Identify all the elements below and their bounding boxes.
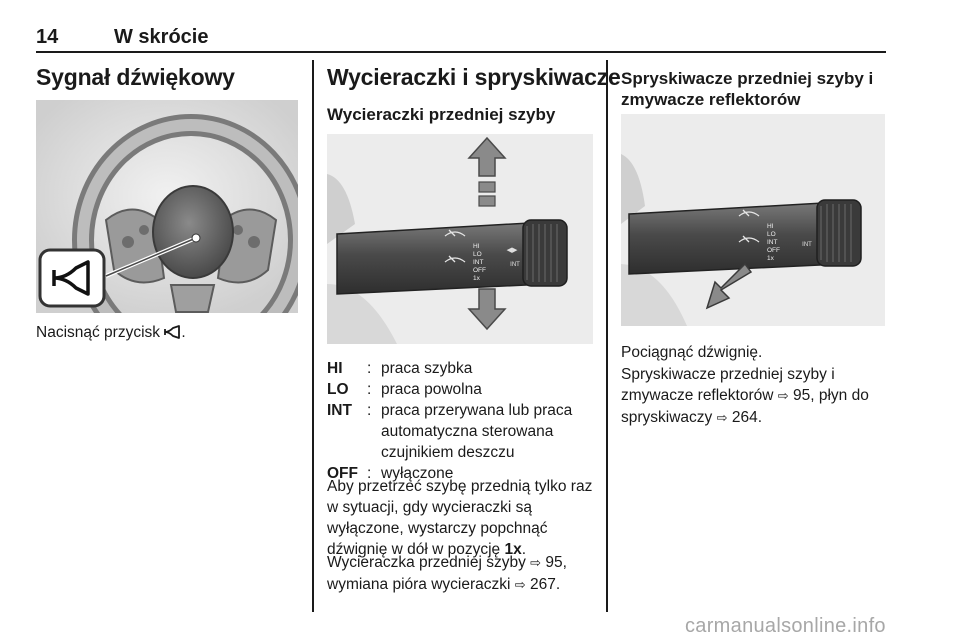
lever-label-1x: 1x bbox=[473, 275, 481, 282]
wiper-references: Wycieraczka przedniej szyby ⇨ 95, wymian… bbox=[327, 554, 567, 593]
lever-label-lo: LO bbox=[473, 251, 482, 258]
page-link[interactable]: 264. bbox=[731, 409, 762, 426]
page-ref-icon: ⇨ bbox=[777, 389, 789, 404]
lever-label-hi: HI bbox=[473, 243, 480, 250]
definition-row: HI : praca szybka bbox=[327, 360, 473, 377]
svg-text:◀▶: ◀▶ bbox=[507, 247, 518, 254]
washer-references: Spryskiwacze przedniej szyby i zmywacze … bbox=[621, 366, 869, 426]
page-link[interactable]: 95, bbox=[545, 554, 567, 571]
page-ref-icon: ⇨ bbox=[514, 578, 526, 593]
lever-label-off: OFF bbox=[767, 247, 780, 254]
arrow-down-icon bbox=[467, 288, 507, 331]
horn-instruction: Nacisnąć przycisk . bbox=[36, 322, 306, 345]
lever-label-int: INT bbox=[473, 259, 484, 266]
washer-lever-image: INT HI LO INT OFF 1x bbox=[621, 114, 885, 326]
wipers-section-title: Wycieraczki i spryskiwacze bbox=[327, 64, 621, 90]
horn-section-title: Sygnał dźwiękowy bbox=[36, 64, 235, 90]
pull-arrow-icon bbox=[705, 262, 753, 310]
watermark: carmanualsonline.info bbox=[685, 615, 886, 637]
page-link[interactable]: 95, płyn do spryskiwaczy bbox=[621, 387, 869, 426]
column-divider-2 bbox=[606, 60, 608, 612]
svg-text:INT: INT bbox=[510, 262, 520, 268]
page-number: 14 bbox=[36, 26, 59, 48]
single-wipe-paragraph: Aby przetrzeć szybę przednią tylko raz w… bbox=[327, 478, 593, 558]
lever-label-int: INT bbox=[767, 239, 778, 246]
section-title: W skrócie bbox=[114, 26, 209, 48]
page-ref-icon: ⇨ bbox=[530, 556, 542, 571]
front-wiper-icon bbox=[444, 229, 466, 263]
wiper-positions-list: HI : praca szybka LO : praca powolna INT… bbox=[327, 358, 597, 484]
lever-label-1x: 1x bbox=[767, 255, 775, 262]
pull-lever-instruction: Pociągnąć dźwignię. bbox=[621, 344, 763, 361]
washer-icon bbox=[738, 209, 760, 243]
header-divider bbox=[36, 51, 886, 53]
arrow-up-icon bbox=[467, 136, 507, 207]
page-header: 14 W skrócie bbox=[36, 26, 886, 50]
lever-label-hi: HI bbox=[767, 223, 774, 230]
lever-label-off: OFF bbox=[473, 267, 486, 274]
horn-icon bbox=[164, 324, 181, 345]
column-divider-1 bbox=[312, 60, 314, 612]
washers-subtitle: Spryskiwacze przedniej szyby i zmywacze … bbox=[621, 69, 874, 109]
svg-text:INT: INT bbox=[802, 242, 812, 248]
front-wipers-subtitle: Wycieraczki przedniej szyby bbox=[327, 105, 556, 124]
horn-callout-icon bbox=[38, 248, 106, 308]
definition-row: LO : praca powolna bbox=[327, 381, 482, 398]
page-link[interactable]: 267. bbox=[530, 576, 561, 593]
wiper-lever-image: ◀▶ INT HI LO INT OFF 1x bbox=[327, 134, 593, 344]
steering-wheel-image bbox=[36, 100, 298, 313]
lever-label-lo: LO bbox=[767, 231, 776, 238]
definition-row: OFF : wyłączone bbox=[327, 465, 454, 482]
definition-row: INT : praca przerywana lub praca automat… bbox=[327, 402, 573, 461]
page-ref-icon: ⇨ bbox=[716, 411, 728, 426]
